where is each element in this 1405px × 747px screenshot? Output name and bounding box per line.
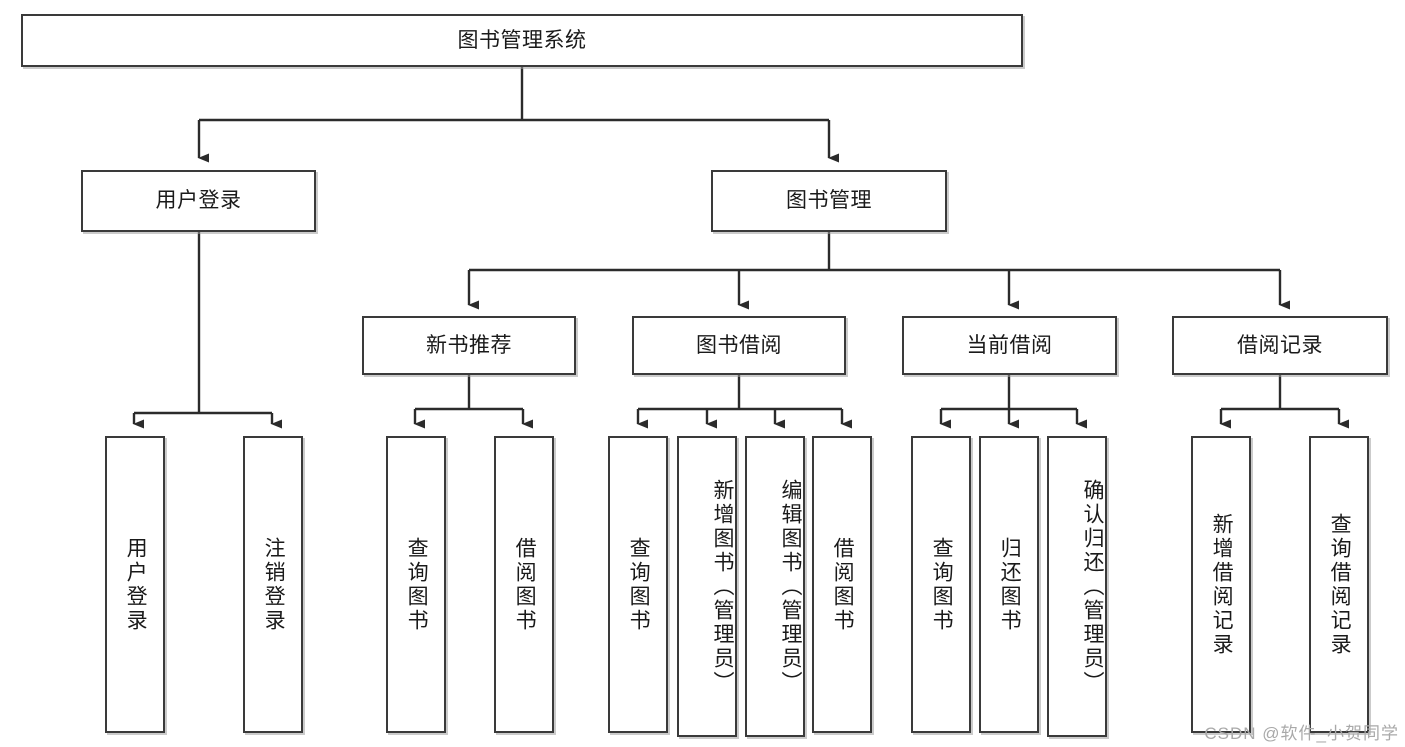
- leaf-borrow-borrow-book-label: 借阅图书: [831, 536, 855, 633]
- watermark: CSDN @软件_小贺同学: [1204, 724, 1399, 743]
- node-book-borrow[interactable]: 图书借阅: [632, 316, 846, 375]
- leaf-current-confirm-return-label: 确认归还（管理员）: [1081, 478, 1104, 695]
- leaf-newbook-query-book-label: 查询图书: [405, 536, 429, 633]
- node-root[interactable]: 图书管理系统: [21, 14, 1023, 67]
- leaf-record-query-record-label: 查询借阅记录: [1328, 512, 1352, 657]
- leaf-current-confirm-return[interactable]: 确认归还（管理员）: [1047, 436, 1107, 737]
- node-current-borrow-label: 当前借阅: [966, 333, 1053, 357]
- node-borrow-record[interactable]: 借阅记录: [1172, 316, 1388, 375]
- leaf-user-login-label: 用户登录: [124, 536, 148, 633]
- leaf-user-logout[interactable]: 注销登录: [243, 436, 303, 733]
- leaf-borrow-add-book[interactable]: 新增图书（管理员）: [677, 436, 737, 737]
- leaf-current-return-book[interactable]: 归还图书: [979, 436, 1039, 733]
- leaf-newbook-query-book[interactable]: 查询图书: [386, 436, 446, 733]
- node-user-login[interactable]: 用户登录: [81, 170, 316, 232]
- leaf-borrow-query-book-label: 查询图书: [627, 536, 651, 633]
- node-book-manage-label: 图书管理: [786, 189, 872, 213]
- leaf-record-add-record-label: 新增借阅记录: [1210, 512, 1234, 657]
- node-book-manage[interactable]: 图书管理: [711, 170, 947, 232]
- leaf-record-add-record[interactable]: 新增借阅记录: [1191, 436, 1251, 733]
- node-book-borrow-label: 图书借阅: [696, 333, 782, 357]
- leaf-newbook-borrow-book-label: 借阅图书: [513, 536, 537, 633]
- node-user-login-label: 用户登录: [155, 189, 242, 213]
- leaf-current-return-book-label: 归还图书: [998, 536, 1022, 633]
- leaf-record-query-record[interactable]: 查询借阅记录: [1309, 436, 1369, 733]
- leaf-current-query-book[interactable]: 查询图书: [911, 436, 971, 733]
- leaf-newbook-borrow-book[interactable]: 借阅图书: [494, 436, 554, 733]
- node-new-book-recommend-label: 新书推荐: [426, 333, 512, 357]
- leaf-borrow-add-book-label: 新增图书（管理员）: [711, 478, 734, 695]
- leaf-current-query-book-label: 查询图书: [930, 536, 954, 633]
- leaf-user-login[interactable]: 用户登录: [105, 436, 165, 733]
- node-root-label: 图书管理系统: [457, 28, 587, 52]
- leaf-borrow-edit-book[interactable]: 编辑图书（管理员）: [745, 436, 805, 737]
- node-borrow-record-label: 借阅记录: [1237, 333, 1323, 357]
- node-new-book-recommend[interactable]: 新书推荐: [362, 316, 576, 375]
- leaf-borrow-edit-book-label: 编辑图书（管理员）: [779, 478, 802, 695]
- leaf-user-logout-label: 注销登录: [262, 536, 286, 633]
- leaf-borrow-query-book[interactable]: 查询图书: [608, 436, 668, 733]
- node-current-borrow[interactable]: 当前借阅: [902, 316, 1117, 375]
- leaf-borrow-borrow-book[interactable]: 借阅图书: [812, 436, 872, 733]
